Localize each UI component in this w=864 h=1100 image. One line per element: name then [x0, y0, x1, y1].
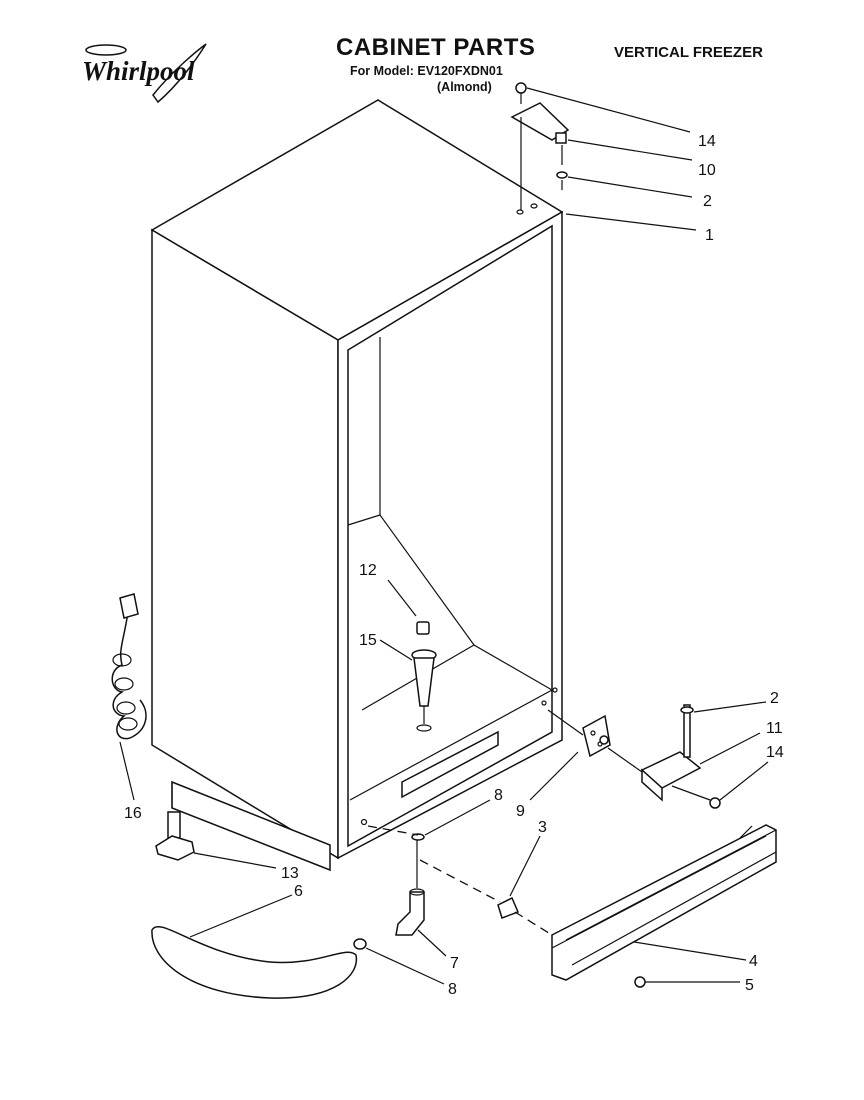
- bottom-hinge-pin: [683, 704, 691, 758]
- callout-16: 16: [124, 805, 142, 822]
- callout-13: 13: [281, 865, 299, 882]
- brand-wordmark: Whirlpool: [82, 56, 195, 86]
- hinge-shim-plate: [582, 714, 611, 758]
- cabinet-side-face: [151, 228, 339, 860]
- callout-labels: 14 10 2 1 12 15 2 11 14 16 9 8 3 13 6 4 …: [124, 133, 784, 998]
- callout-8-mid: 8: [494, 787, 503, 804]
- drain-plug: [416, 621, 430, 635]
- drain-elbow: [395, 891, 425, 936]
- cabinet-door-opening: [347, 224, 553, 848]
- category-label: VERTICAL FREEZER: [614, 44, 763, 61]
- hinge-pin: [555, 132, 567, 144]
- leveling-leg-foot: [155, 835, 195, 861]
- leveling-leg: [155, 811, 195, 861]
- hose-clamp: [353, 938, 367, 950]
- grille-screw: [634, 976, 646, 988]
- bottom-hinge-washer: [680, 706, 694, 714]
- grille-clip: [497, 896, 519, 919]
- callout-1: 1: [705, 227, 714, 244]
- callout-12: 12: [359, 562, 377, 579]
- top-hinge-bracket: [510, 102, 570, 141]
- drain-trough: [413, 657, 435, 707]
- callout-15: 15: [359, 632, 377, 649]
- cabinet-front-frame: [337, 210, 563, 860]
- model-line: For Model: EV120FXDN01: [350, 64, 503, 78]
- callout-3: 3: [538, 819, 547, 836]
- top-hinge-screw: [515, 82, 527, 94]
- drain-hose: [151, 833, 425, 999]
- callout-8-bottom: 8: [448, 981, 457, 998]
- drain-assembly: [411, 621, 437, 732]
- power-plug: [119, 593, 139, 619]
- page-title: CABINET PARTS: [336, 34, 536, 61]
- callout-11: 11: [766, 720, 783, 737]
- top-hinge-assembly: [510, 82, 570, 210]
- bottom-hinge-assembly: [547, 704, 721, 809]
- leader-lines: [119, 87, 769, 985]
- callout-7: 7: [450, 955, 459, 972]
- bottom-hinge-screw: [709, 797, 721, 809]
- callout-6: 6: [294, 883, 303, 900]
- callout-10: 10: [698, 162, 716, 179]
- drain-slot: [401, 730, 499, 799]
- top-hinge-washer: [556, 171, 568, 179]
- callout-4: 4: [749, 953, 758, 970]
- power-cord: [111, 593, 147, 740]
- callout-5: 5: [745, 977, 754, 994]
- callout-2-top: 2: [703, 193, 712, 210]
- toe-grille: [497, 824, 777, 988]
- cabinet-drawing: [150, 99, 564, 872]
- callout-14-right: 14: [766, 744, 784, 761]
- whirlpool-logo: Whirlpool: [82, 43, 207, 104]
- callout-2-right: 2: [770, 690, 779, 707]
- callout-14-top: 14: [698, 133, 716, 150]
- color-line: (Almond): [437, 80, 492, 94]
- callout-9: 9: [516, 803, 525, 820]
- drain-grommet: [411, 833, 425, 841]
- liner-edge-left: [379, 337, 553, 691]
